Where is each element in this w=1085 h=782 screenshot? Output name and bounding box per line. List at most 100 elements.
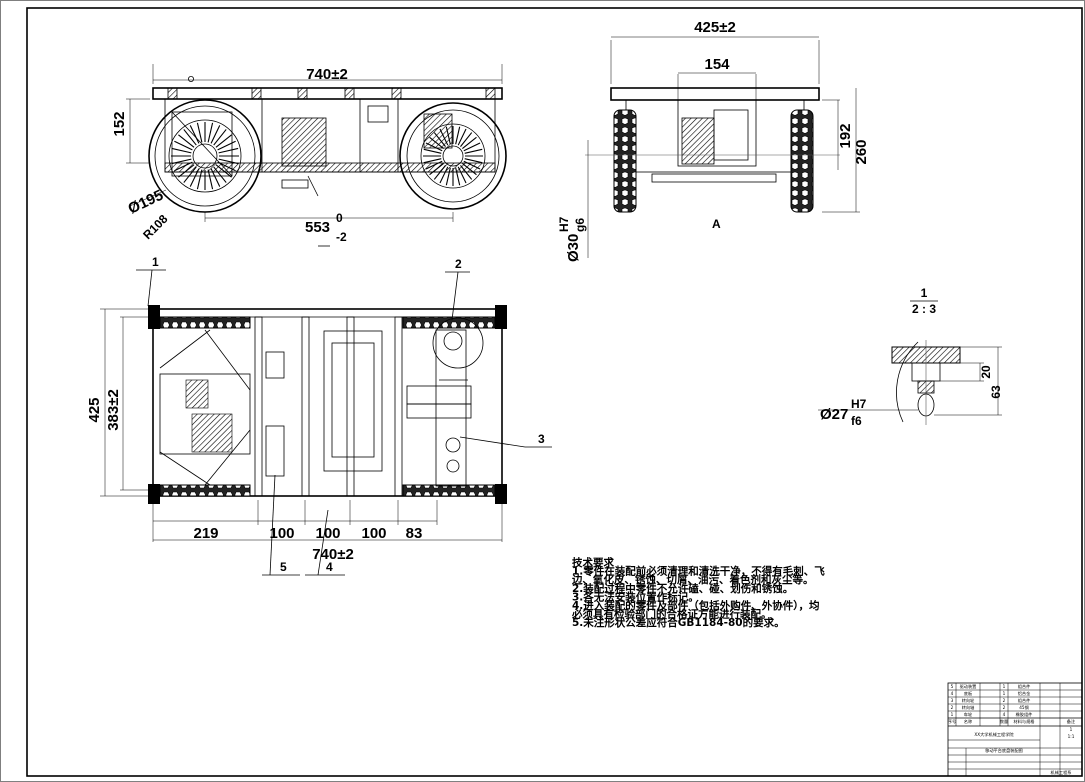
- bom-cell: 4: [1003, 712, 1006, 717]
- inner-border: [26, 7, 1083, 777]
- note-line: 3.各无法安装位置作标记。: [572, 590, 699, 603]
- wheel-spoke: [215, 134, 232, 148]
- height-260-dim: 260: [853, 139, 870, 164]
- wheel-spoke: [217, 140, 236, 151]
- balloon-4: 4: [326, 560, 333, 574]
- svg-text:f6: f6: [851, 414, 862, 428]
- bom-header-cell: 数量: [1000, 718, 1008, 725]
- front-height-dim: 152: [111, 111, 128, 136]
- note-line: 5.未注形状公差应符合GB1184-80的要求。: [572, 616, 785, 629]
- wheel-spoke: [215, 164, 232, 178]
- bom-header-cell: 材料与规格: [1014, 718, 1036, 725]
- bom-cell: 1: [1003, 691, 1006, 696]
- wheel-spoke: [183, 129, 197, 146]
- notes-heading: 技术要求: [572, 556, 614, 569]
- bom-cell: 2: [1003, 698, 1006, 703]
- balloon-3: 3: [538, 432, 545, 446]
- wheel-spoke: [455, 126, 461, 145]
- wheel-spoke: [455, 167, 461, 186]
- seg-100b-dim: 100: [315, 525, 340, 542]
- wheel-spoke: [210, 168, 221, 187]
- wheel-spoke: [423, 158, 442, 164]
- technical-requirements: 技术要求1.零件在装配前必须清理和清洗干净，不得有毛刺、飞边、氧化皮、锈蚀、切屑…: [571, 556, 825, 629]
- side-left-wheel: [613, 109, 637, 213]
- detail-label-bottom: 2 : 3: [912, 302, 936, 316]
- bom-cell: 5: [951, 684, 954, 689]
- bom-cell: 转向轮: [962, 697, 975, 704]
- wheel-spoke: [210, 125, 221, 144]
- svg-text:g6: g6: [573, 218, 587, 232]
- wheel-spoke: [463, 160, 481, 170]
- top-length-dim: 740±2: [312, 546, 354, 563]
- bom-cell: 组合件: [1018, 683, 1031, 690]
- wheel-spoke: [189, 168, 200, 187]
- bom-cell: 组合件: [1018, 697, 1031, 704]
- wheel-spoke: [460, 165, 473, 180]
- note-line: 1.零件在装配前必须清理和清洗干净，不得有毛刺、飞: [572, 565, 825, 578]
- svg-text:0: 0: [336, 211, 343, 225]
- bom-cell: 驱动装置: [960, 683, 977, 690]
- company: 机械工程系: [1051, 769, 1072, 776]
- wheel-radius-dim: R108: [140, 212, 170, 242]
- bom-cell: 1: [951, 712, 954, 717]
- wheel-spoke: [439, 166, 449, 184]
- wheel-spoke: [218, 158, 239, 165]
- wheel-spoke: [174, 161, 193, 172]
- front-left-wheel: [148, 99, 262, 213]
- wheel-spoke: [463, 142, 481, 152]
- top-plate: [152, 87, 503, 100]
- wheel-spoke: [196, 169, 203, 190]
- bom-header-cell: 名称: [964, 718, 972, 725]
- wheel-spoke: [207, 122, 214, 143]
- inner-width-dim: 154: [704, 56, 730, 73]
- wheel-spoke: [174, 140, 193, 151]
- bom-cell: 车轮: [964, 711, 973, 718]
- tread-bottom-right: [402, 484, 496, 497]
- wheel-spoke: [462, 136, 477, 149]
- school-name: XX大学机械工程学院: [974, 731, 1014, 738]
- wheel-spoke: [196, 122, 203, 143]
- detail-view: 1 2 : 3 20 63 Ø27 H7 f6: [818, 286, 1003, 428]
- tread-bottom-left: [159, 484, 251, 497]
- seg-100c-dim: 100: [361, 525, 386, 542]
- wheel-spoke: [462, 163, 477, 176]
- bom-header-cell: 序号: [948, 718, 956, 725]
- detail-dim-20: 20: [979, 365, 993, 379]
- svg-text:H7: H7: [851, 397, 867, 411]
- drawing-name: 移动平台底盘装配图: [985, 747, 1023, 754]
- wheel-spoke: [189, 125, 200, 144]
- seg-83-dim: 83: [406, 525, 423, 542]
- bom-cell: 橡胶组件: [1016, 711, 1033, 718]
- detail-fit-dim: Ø27: [820, 406, 848, 423]
- wheel-spoke: [423, 148, 442, 154]
- bom-cell: 铝合金: [1018, 690, 1031, 697]
- note-line: 2.装配过程中零件不允许磕、碰、划伤和锈蚀。: [572, 582, 793, 595]
- tread-top-left: [159, 316, 251, 329]
- bom-cell: 底板: [964, 690, 973, 697]
- wheel-spoke: [464, 158, 483, 164]
- wheel-spoke: [445, 167, 451, 186]
- motor-block: [423, 113, 453, 149]
- bom-cell: 2: [951, 705, 954, 710]
- side-view: 425±2 154 192 260 Ø30 H7 g6 A: [557, 19, 870, 262]
- bottom-plate: [164, 162, 496, 173]
- bom-cell: 45钢: [1019, 704, 1029, 711]
- nameplate: [281, 179, 309, 189]
- tread-top-right: [402, 316, 496, 329]
- note-line: 4.进入装配的零件及部件（包括外购件、外协件），均: [572, 599, 820, 612]
- section-mark: A: [712, 217, 721, 231]
- scale: 1:1: [1068, 734, 1075, 739]
- wheel-spoke: [464, 148, 483, 154]
- bom-cell: 1: [1003, 684, 1006, 689]
- balloon-2: 2: [455, 257, 462, 271]
- sheet-no: 1: [1070, 727, 1073, 732]
- wheel-spoke: [425, 160, 443, 170]
- side-right-wheel: [790, 109, 814, 213]
- seg-100a-dim: 100: [269, 525, 294, 542]
- inner-width-383-dim: 383±2: [105, 389, 122, 431]
- top-view: 425 383±2 219 100 100 100 83 740±2 1 2 3…: [86, 255, 552, 576]
- height-192-dim: 192: [837, 123, 854, 148]
- wheel-spoke: [207, 169, 214, 190]
- wheel-spoke: [460, 132, 473, 147]
- wheel-spoke: [183, 166, 197, 183]
